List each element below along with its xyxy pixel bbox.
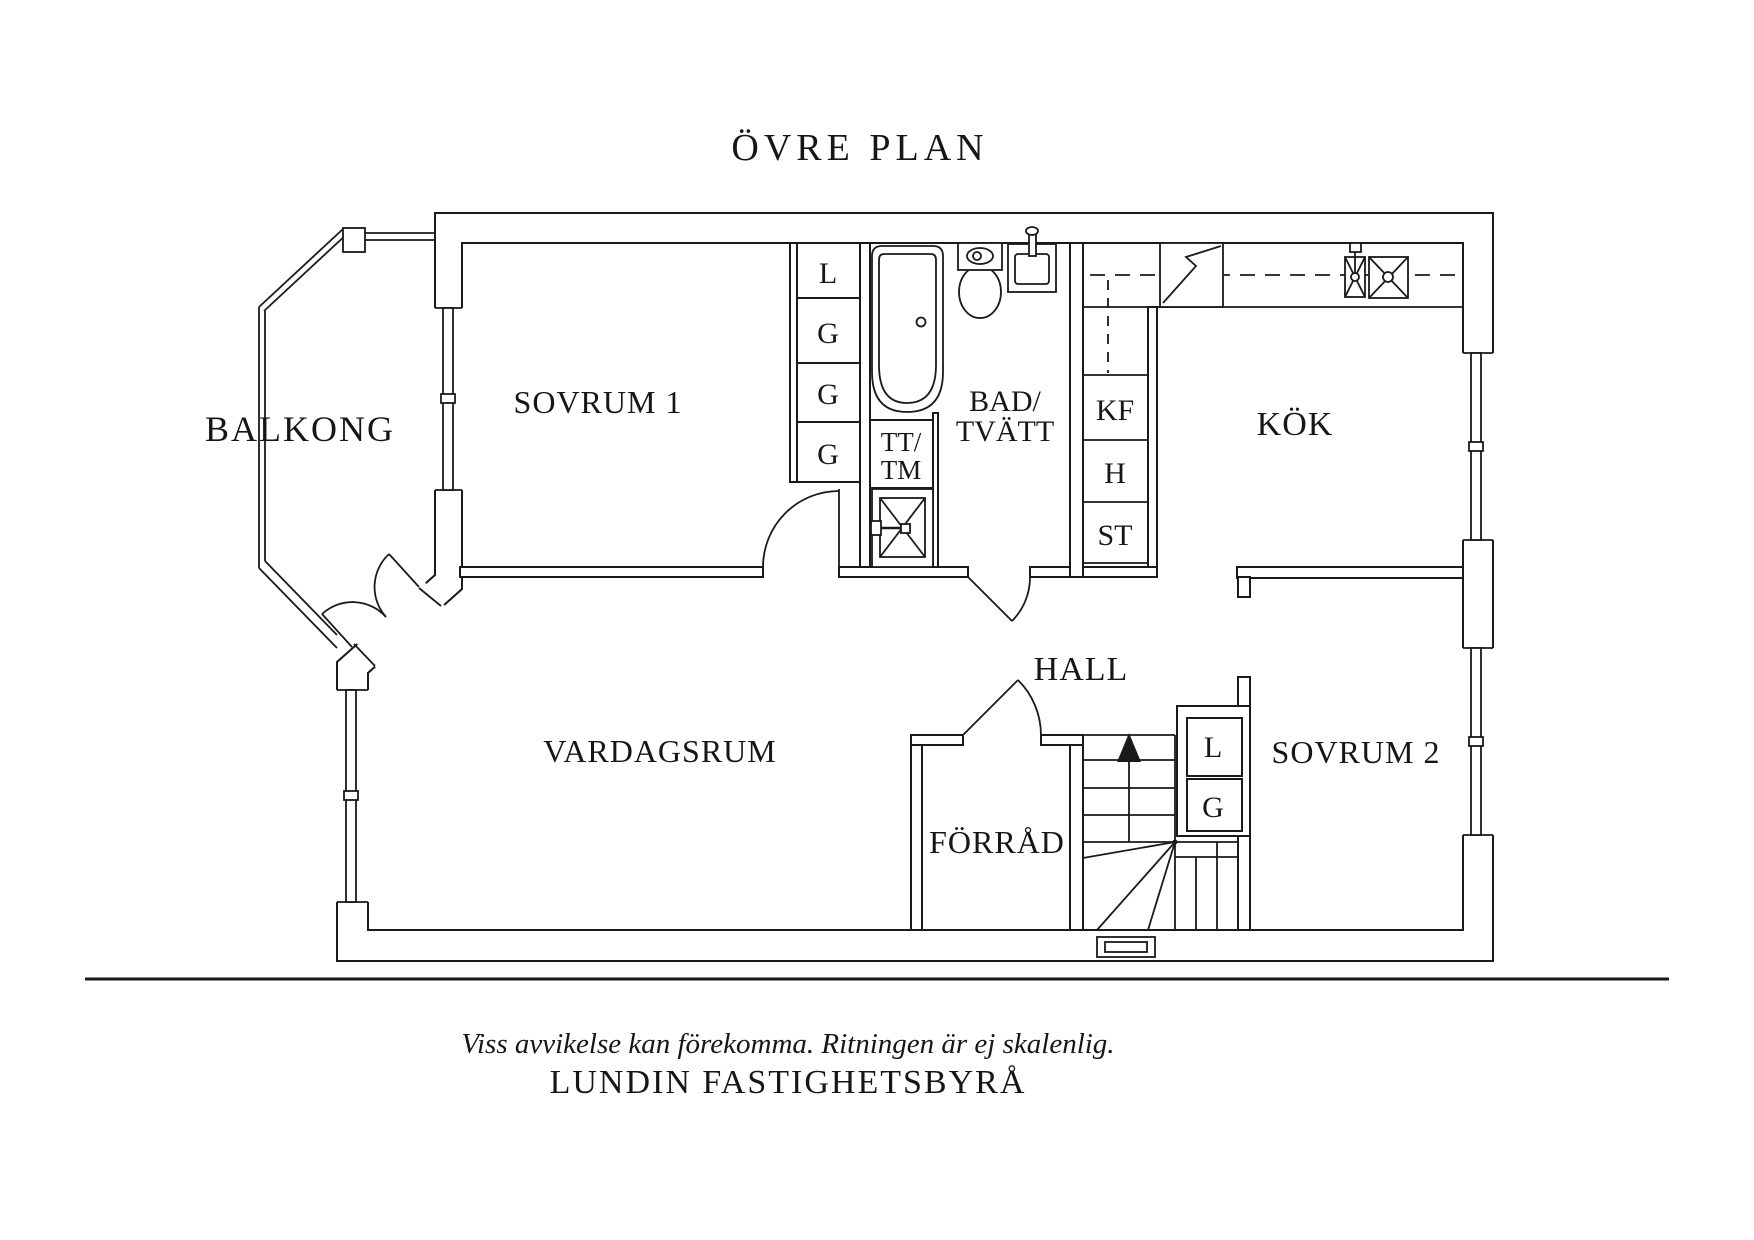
window-vardagsrum-west [335,689,370,903]
utility-label-h: H [1104,457,1126,490]
door-forrad [962,679,1042,736]
closet1-label-g2: G [817,378,839,411]
balcony-railing [258,227,435,649]
bathtub-icon [871,245,944,413]
disclaimer-text: Viss avvikelse kan förekomma. Ritningen … [461,1028,1114,1060]
closet1-label-g1: G [817,317,839,350]
room-label-sovrum1: SOVRUM 1 [514,384,683,420]
window-sovrum1-west [433,307,464,491]
shower-icon [870,488,934,568]
toilet-icon [957,242,1003,319]
exterior-walls [336,212,1494,962]
closet2-label-l: L [1204,731,1222,764]
room-label-kok: KÖK [1257,406,1334,443]
door-sovrum1 [762,489,840,568]
room-label-forrad: FÖRRÅD [929,824,1065,860]
utility-label-st: ST [1097,519,1132,552]
laundry-label-line2: TM [881,455,922,485]
closets-sovrum2 [1176,705,1251,837]
door-badtvatt [967,576,1031,622]
room-label-vardagsrum: VARDAGSRUM [543,733,776,769]
room-label-bad-line2: TVÄTT [956,415,1054,448]
window-sovrum2-east [1461,647,1495,836]
balcony-door-opening [353,580,445,669]
utility-label-kf: KF [1096,394,1134,427]
interior-walls [459,242,1464,931]
bathroom-sink-icon [1007,226,1057,293]
closet1-label-g3: G [817,438,839,471]
room-label-hall: HALL [1034,651,1129,688]
window-kok-east [1461,352,1495,541]
closets-sovrum1 [796,242,861,483]
stove-icon [1159,242,1224,308]
stairs-up-arrow-icon [1117,733,1141,762]
page-title: ÖVRE PLAN [731,127,988,169]
kitchen-sink-icon [1344,242,1409,299]
staircase [1082,733,1238,931]
closet1-label-l: L [819,257,837,290]
washer-dryer-box [869,419,934,489]
laundry-label-line1: TT/ [881,427,922,457]
closet2-label-g: G [1202,791,1224,824]
room-label-balkong: BALKONG [205,409,395,449]
room-label-bad-line1: BAD/ [969,385,1041,418]
basement-hatch [1096,936,1156,958]
door-balcony-double [321,553,420,648]
room-label-sovrum2: SOVRUM 2 [1272,734,1441,770]
brand-text: LUNDIN FASTIGHETSBYRÅ [550,1064,1027,1101]
